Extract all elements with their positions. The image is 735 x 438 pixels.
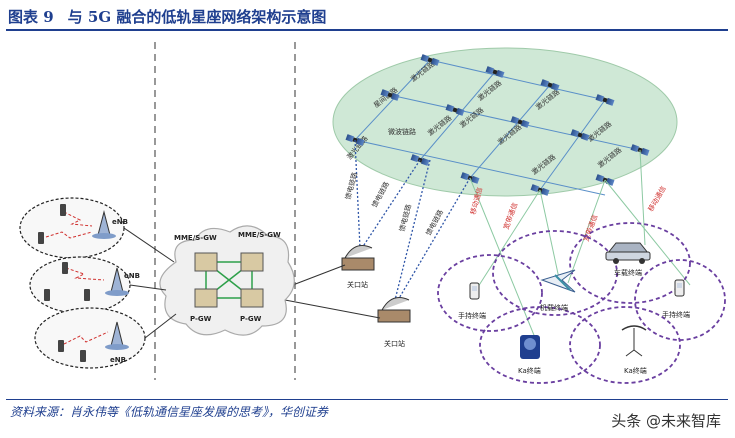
core-network-cloud [159,225,295,336]
terminal-ka-left: Ka终端 [518,335,541,375]
figure-caption: 与 5G 融合的低轨星座网络架构示意图 [67,8,327,26]
mme-label: MME/S-GW [238,231,281,239]
terminal-label: 机载终端 [540,303,568,312]
backhaul-links [284,264,381,319]
terminal-ka-right: Ka终端 [621,325,647,375]
phone-icon [80,350,86,362]
phone-icon [84,289,90,301]
feeder-label: 馈电链路 [397,203,413,232]
coverage-cell [437,254,543,332]
figure-title: 图表 9 与 5G 融合的低轨星座网络架构示意图 [8,6,326,27]
terminal-vehicle: 车载终端 [605,242,651,277]
coverage-cell [479,306,601,384]
network-diagram: 星间链路 激光链路 激光链路 激光链路 微波链路 激光链路 激光链路 激光链路 … [19,42,726,384]
enb-labels: eNB eNB eNB [110,218,140,364]
terminal-handheld-left: 手持终端 [458,282,486,320]
pgw-label: P-GW [190,315,212,323]
gateway-station-lower: 关口站 [377,297,411,348]
service-label-mobile: 移动通信 [646,184,668,213]
footer-rule [6,399,728,400]
pgw-node [240,288,264,308]
watermark: 头条 @未来智库 [611,412,721,430]
service-beams [469,149,691,346]
coverage-cells [437,222,726,384]
feeder-links [354,139,471,301]
ran-backhaul [123,227,177,339]
figure-header: 图表 9 与 5G 融合的低轨星座网络架构示意图 [0,0,735,34]
enb-label: eNB [110,356,126,364]
phone-icon [44,289,50,301]
phone-icon [58,340,64,352]
ue-handsets [38,204,90,362]
satellite-icon [630,144,650,156]
gateway-label: 关口站 [347,280,368,289]
constellation-ellipse [332,47,678,197]
enb-tower-icon [92,210,116,239]
terminal-label: Ka终端 [518,366,541,375]
satellite-icon [540,79,560,91]
pgw-node [194,288,218,308]
gateway-station-upper: 关口站 [341,245,375,289]
terminal-label: 手持终端 [458,311,486,320]
phone-icon [38,232,44,244]
terminal-airborne: 机载终端 [540,269,576,312]
radio-links [45,211,109,345]
terminal-label: 车载终端 [614,268,642,277]
coverage-cell [569,306,681,384]
terminal-label: 手持终端 [662,310,690,319]
header-rule [6,29,728,31]
link-label-microwave: 微波链路 [388,127,416,136]
enb-label: eNB [124,272,140,280]
enb-tower-icon [105,321,129,350]
mme-node [194,252,218,272]
intersatellite-grid [354,59,641,196]
satellite-icon [510,116,530,128]
coverage-cell [492,230,618,316]
satellite-icon [485,66,505,78]
source-note: 资料来源：肖永伟等《低轨通信星座发展的思考》，华创证券 [10,405,329,419]
satellite-icon [420,54,440,66]
mme-node [240,252,264,272]
coverage-cell [569,222,691,304]
core-nodes [194,252,264,308]
feeder-label: 馈电链路 [370,180,391,209]
satellite-icon [570,129,590,141]
terminal-label: Ka终端 [624,366,647,375]
pgw-label: P-GW [240,315,262,323]
figure-number: 图表 9 [8,8,54,26]
base-stations [92,210,129,350]
gateway-label: 关口站 [384,339,405,348]
mme-label: MME/S-GW [174,234,217,242]
enb-tower-icon [105,267,129,296]
ran-cell [34,307,146,369]
satellite-icon [380,89,400,101]
enb-label: eNB [112,218,128,226]
phone-icon [60,204,66,216]
satellites [345,54,650,196]
feeder-label: 馈电链路 [424,208,445,237]
satellite-icon [445,104,465,116]
satellite-icon [595,94,615,106]
phone-icon [62,262,68,274]
core-labels: MME/S-GW MME/S-GW P-GW P-GW [174,231,281,323]
satellite-icon [345,134,365,146]
terminal-handheld-right: 手持终端 [662,279,690,319]
